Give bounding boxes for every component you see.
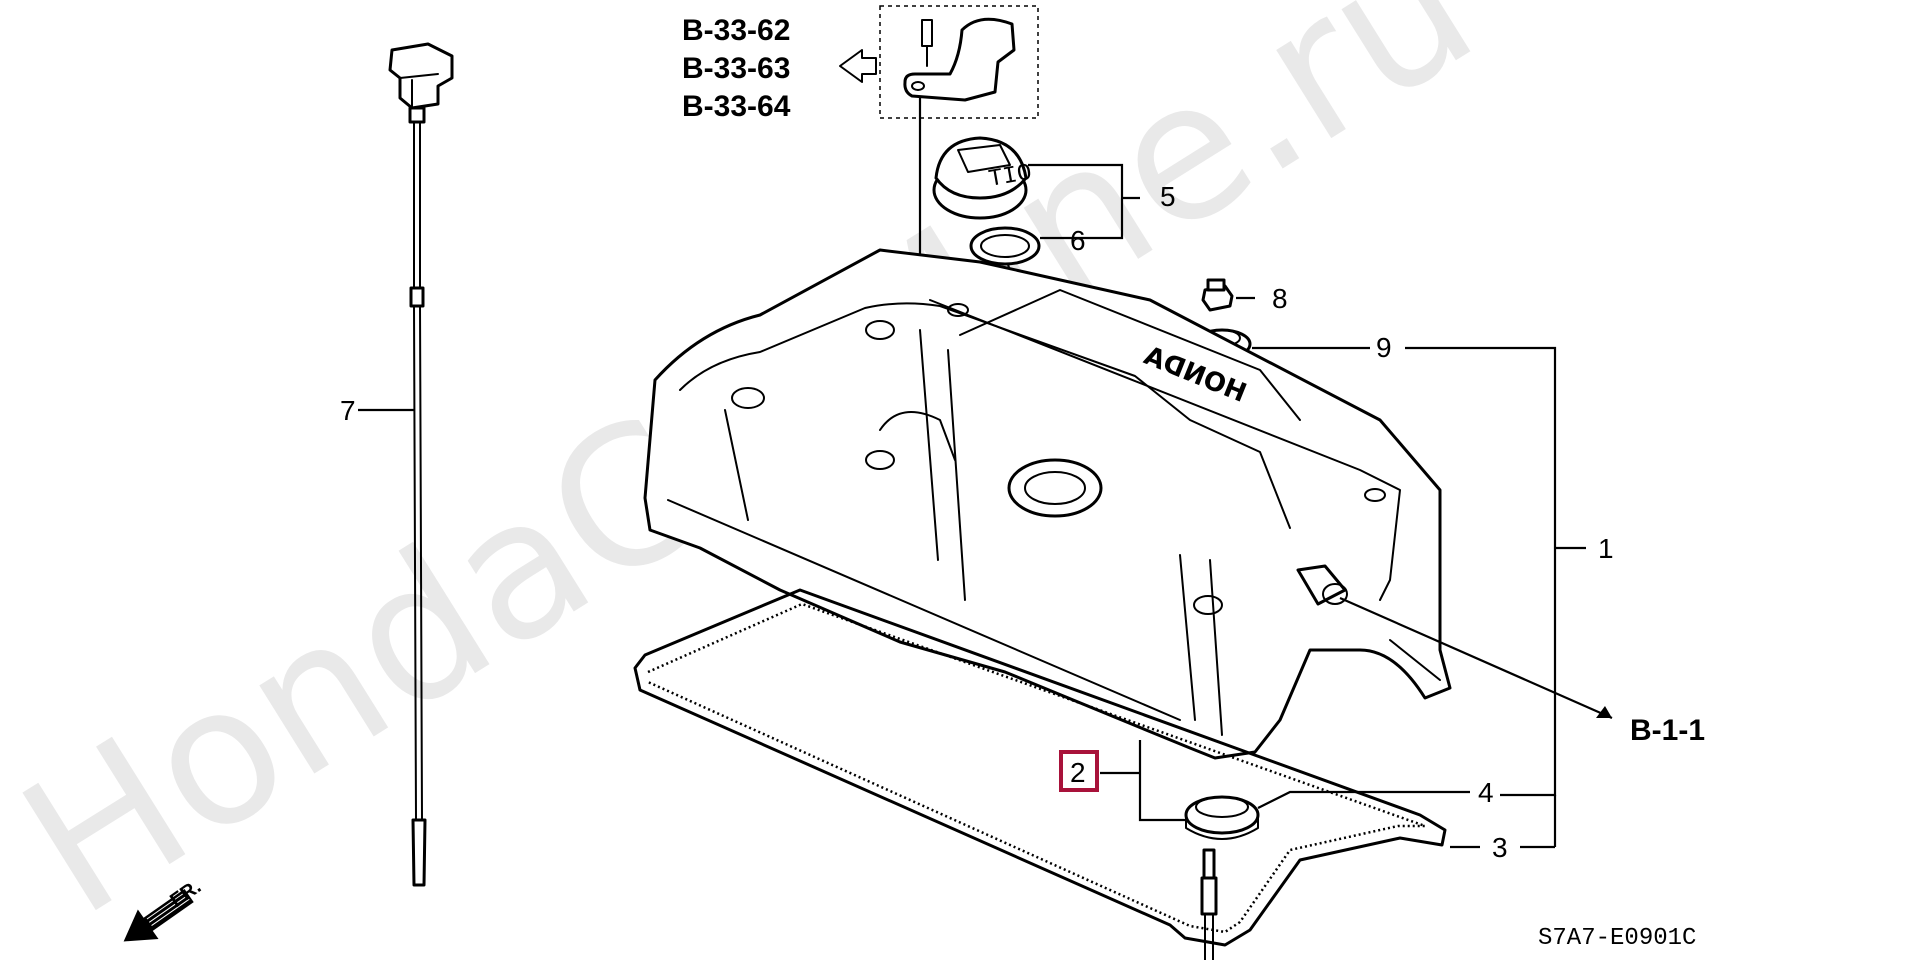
callout-1[interactable]: 1 — [1598, 533, 1614, 564]
dipstick[interactable] — [388, 42, 454, 887]
head-cover-gasket[interactable] — [633, 588, 1447, 947]
callout-2-highlight[interactable] — [1059, 750, 1099, 792]
callout-9[interactable]: 9 — [1376, 332, 1392, 363]
plug-tube-seal[interactable] — [1184, 795, 1260, 840]
callout-8[interactable]: 8 — [1272, 283, 1288, 314]
ref-b-33-64[interactable]: B-33-64 — [682, 90, 791, 123]
bracket-part — [903, 17, 1016, 102]
callout-7[interactable]: 7 — [340, 395, 356, 426]
callout-6[interactable]: 6 — [1070, 225, 1086, 256]
cap-gasket[interactable] — [969, 226, 1041, 266]
oil-filler-cap[interactable]: TIO — [932, 136, 1034, 220]
ref-b-1-1[interactable]: B-1-1 — [1630, 714, 1705, 747]
cover-nut[interactable] — [1201, 278, 1234, 312]
front-direction-marker — [123, 889, 194, 942]
diagram-code: S7A7-E0901C — [1538, 925, 1696, 952]
reference-inset-box — [879, 5, 1039, 119]
ref-b-33-63[interactable]: B-33-63 — [682, 52, 790, 85]
reference-arrow — [839, 49, 877, 83]
callout-2[interactable]: 2 — [1070, 757, 1086, 788]
callout-5[interactable]: 5 — [1160, 181, 1176, 212]
ref-arrowhead — [1596, 706, 1612, 718]
cover-stud — [1200, 848, 1218, 960]
ref-b-33-62[interactable]: B-33-62 — [682, 14, 790, 47]
callout-3[interactable]: 3 — [1492, 832, 1508, 863]
cylinder-head-cover[interactable] — [643, 248, 1452, 760]
callout-4[interactable]: 4 — [1478, 777, 1494, 808]
